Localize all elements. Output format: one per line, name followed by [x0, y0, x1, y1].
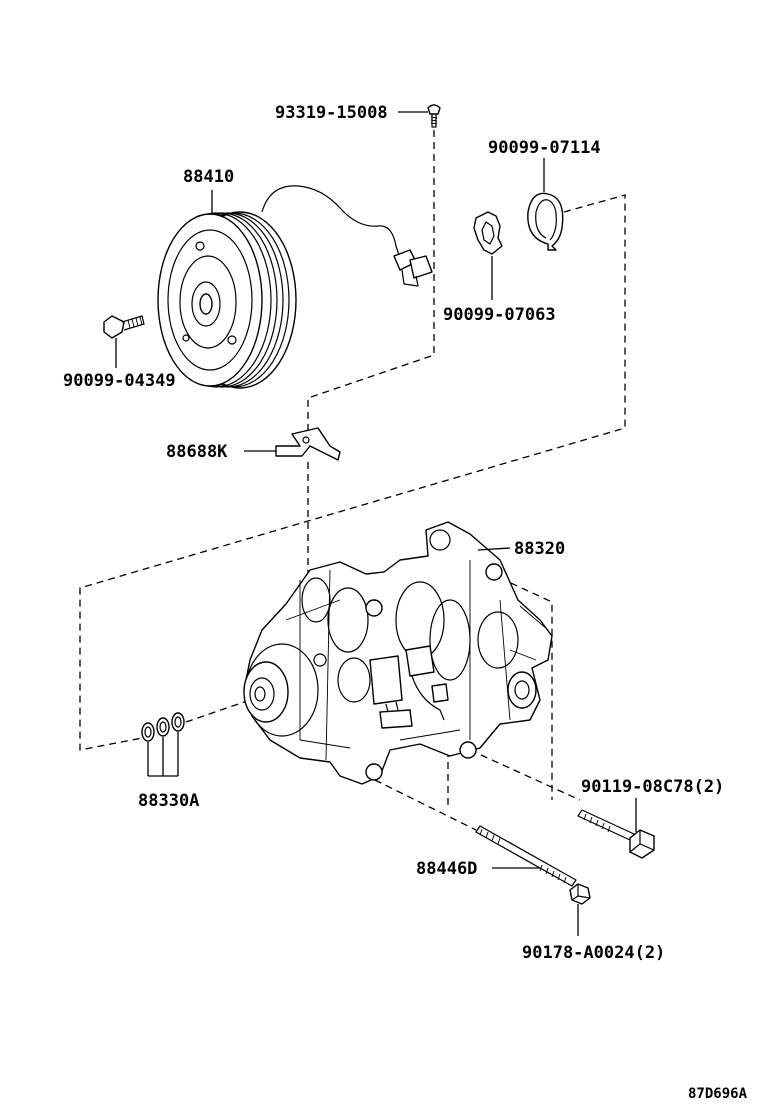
screw-93319 — [427, 104, 441, 128]
label-88446D: 88446D — [416, 859, 477, 879]
label-88330A: 88330A — [138, 791, 199, 811]
bolt-90119-08C78 — [577, 809, 655, 859]
magnetic-clutch-88410 — [157, 185, 433, 389]
label-88688K: 88688K — [166, 442, 228, 462]
bracket-88688K — [275, 427, 341, 461]
label-90099-04349: 90099-04349 — [63, 371, 176, 391]
label-88410: 88410 — [183, 167, 234, 187]
nut-90178-A0024 — [569, 883, 591, 905]
label-90099-07114: 90099-07114 — [488, 138, 601, 158]
figure-code: 87D696A — [688, 1086, 748, 1102]
compressor-88320 — [243, 521, 553, 785]
o-rings-88330A — [141, 712, 185, 742]
assembly-dashed-lines — [79, 130, 626, 831]
label-90119-08C78: 90119-08C78(2) — [581, 777, 724, 797]
label-90178-A0024: 90178-A0024(2) — [522, 943, 665, 963]
label-93319-15008: 93319-15008 — [275, 103, 388, 123]
label-88320: 88320 — [514, 539, 565, 559]
stud-bolt-88446D — [475, 825, 577, 887]
label-90099-07063: 90099-07063 — [443, 305, 556, 325]
bolt-90099-04349 — [103, 315, 145, 339]
snap-ring-90099-07114 — [527, 192, 564, 251]
shim-90099-07063 — [473, 211, 503, 255]
